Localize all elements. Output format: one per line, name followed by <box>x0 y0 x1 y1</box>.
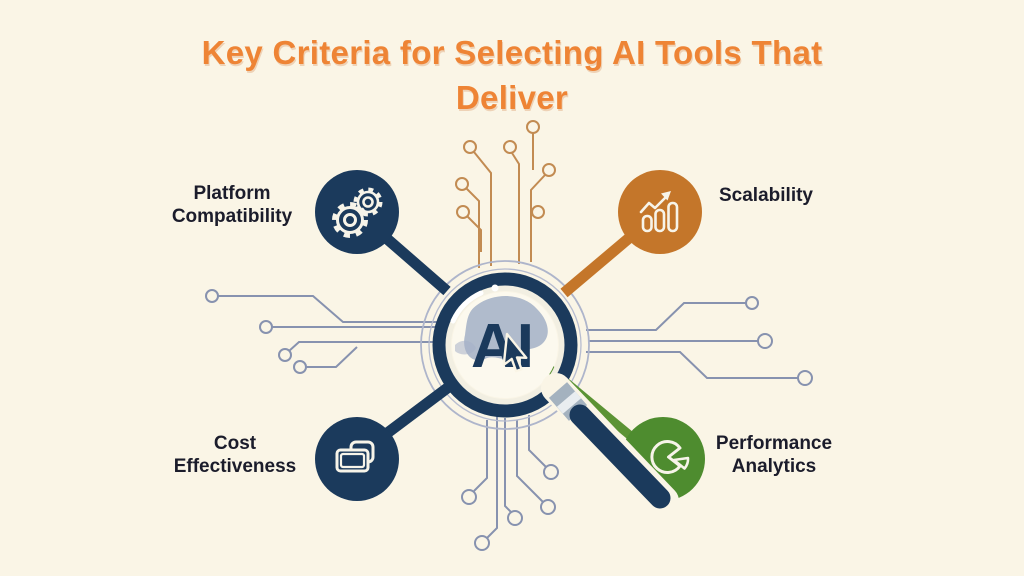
page-title: Key Criteria for Selecting AI Tools That… <box>201 34 823 116</box>
node-scalability <box>618 170 702 254</box>
pie-chart-icon <box>650 440 690 474</box>
label-line: Scalability <box>719 185 813 206</box>
growth-bar-chart-icon <box>639 191 679 233</box>
magnifier-ai-icon: AI <box>432 272 578 418</box>
circuit-traces-bottom <box>461 415 559 551</box>
mouse-cursor-icon <box>502 332 528 373</box>
node-circle-scalability <box>618 170 702 254</box>
label-line: Cost <box>213 433 257 454</box>
label-line: Platform <box>193 183 271 204</box>
glass-highlight <box>450 290 484 324</box>
label-platform-compatibility: Platform Compatibility <box>127 182 337 228</box>
label-scalability: Scalability <box>700 184 832 207</box>
node-platform-compatibility <box>315 170 399 254</box>
magnifier-rim <box>432 272 578 418</box>
circuit-traces-right <box>586 296 813 386</box>
label-line: Compatibility <box>171 206 293 227</box>
circuit-traces-top <box>455 120 556 268</box>
node-cost-effectiveness <box>315 417 399 501</box>
glass-reflection <box>455 296 548 361</box>
magnifier-handle <box>541 373 679 516</box>
magnifier-outer-rings <box>420 260 590 430</box>
circuit-traces-left <box>205 289 448 374</box>
label-performance-analytics: Performance Analytics <box>669 432 879 478</box>
label-line: Performance <box>715 433 833 454</box>
label-cost-effectiveness: Cost Effectiveness <box>130 432 340 478</box>
gears-icon <box>332 187 383 238</box>
ai-label: AI <box>471 312 535 381</box>
label-line: Analytics <box>731 456 817 477</box>
cash-stack-icon <box>335 440 375 473</box>
label-line: Effectiveness <box>173 456 297 477</box>
